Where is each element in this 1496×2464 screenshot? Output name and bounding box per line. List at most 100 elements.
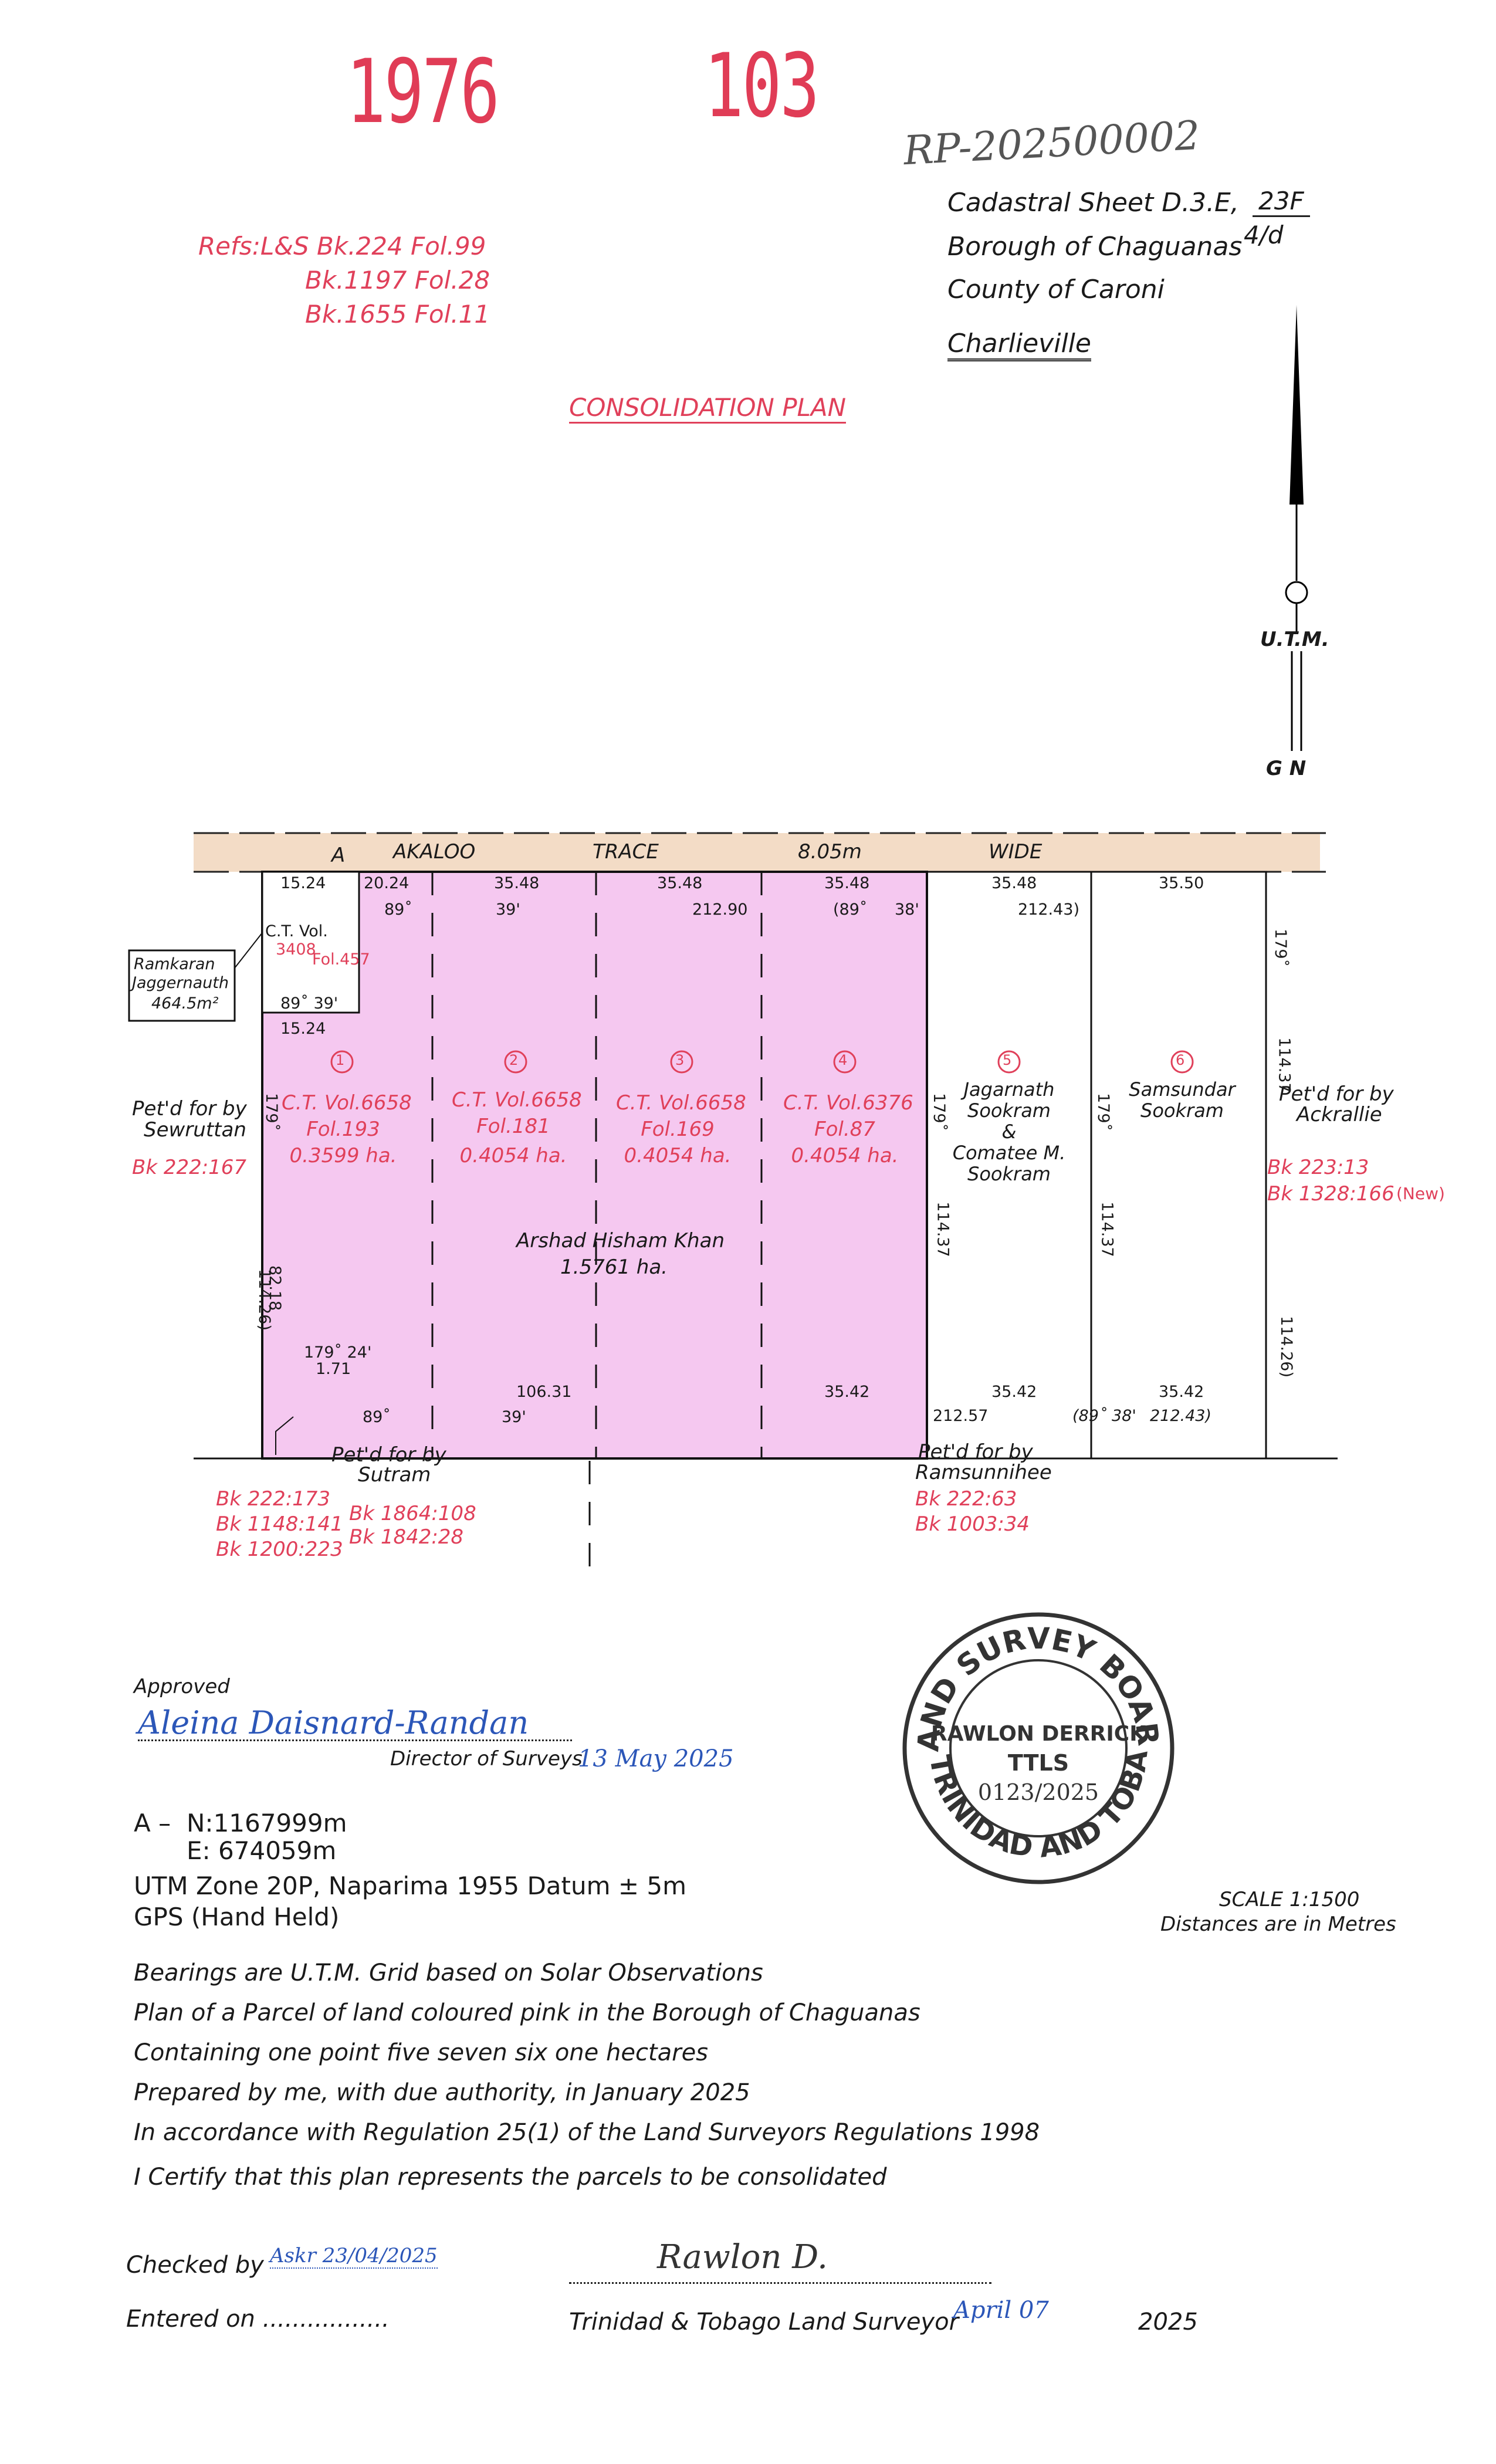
parcel-6-line: Sookram <box>1140 1099 1224 1122</box>
signature-line <box>138 1739 572 1741</box>
seal-name: RAWLON DERRICK <box>930 1722 1146 1746</box>
road-band <box>194 833 1320 872</box>
checked-label: Checked by <box>126 2252 264 2279</box>
parcel-3-ct: C.T. Vol.6658 <box>616 1091 746 1115</box>
west-bk: Bk 222:167 <box>132 1156 247 1179</box>
sheet-ref-bottom: 4/d <box>1244 221 1284 249</box>
dim-bottom: 212.57 <box>933 1407 989 1425</box>
gps-note: GPS (Hand Held) <box>134 1903 340 1931</box>
parcel-3-area: 0.4054 ha. <box>624 1144 732 1167</box>
road-name-1: AKALOO <box>393 840 476 864</box>
parcel-5-line: Jagarnath <box>963 1078 1055 1101</box>
dim-top: 35.48 <box>494 874 540 892</box>
south1-bk: Bk 1842:28 <box>349 1525 464 1549</box>
surveyor-year: 2025 <box>1138 2309 1198 2336</box>
locality: Charlieville <box>947 329 1091 361</box>
side-dim: 114.26) <box>1277 1315 1296 1378</box>
side-dim: 179˚ 24' <box>304 1343 372 1362</box>
surveyor-date: April 07 <box>953 2297 1049 2324</box>
parcel-3-fol: Fol.169 <box>641 1118 715 1141</box>
director-signature: Aleina Daisnard-Randan <box>138 1704 529 1741</box>
consolidated-area: 1.5761 ha. <box>560 1255 668 1279</box>
west-neighbour: Sewruttan <box>144 1118 246 1142</box>
south1-bk: Bk 1864:108 <box>349 1502 476 1525</box>
side-dim: 179˚ <box>1271 928 1290 967</box>
parcel-1-num: 1 <box>336 1052 345 1068</box>
refs-line-2: Bk.1197 Fol.28 <box>305 266 490 295</box>
surveyor-signature: Rawlon D. <box>657 2238 828 2276</box>
entered-label: Entered on ................. <box>126 2306 390 2333</box>
side-dim: 114.26) <box>255 1268 274 1331</box>
small-lot-fol: Fol.457 <box>312 950 370 969</box>
gn-label: G N <box>1266 757 1307 780</box>
rp-number: RP-202500002 <box>902 112 1201 175</box>
refs-line-1: Refs:L&S Bk.224 Fol.99 <box>198 232 486 260</box>
surveyor-sig-line <box>569 2282 991 2284</box>
small-lot-dim: 15.24 <box>280 1020 326 1038</box>
east-bk-new: (New) <box>1396 1184 1445 1203</box>
dim-bottom: 35.42 <box>991 1383 1037 1401</box>
dim-bottom: 89˚ <box>363 1408 391 1426</box>
land-survey-board-seal: LAND SURVEY BOARD OF TRINIDAD AND TOBAGO <box>898 1607 1175 1884</box>
utm-datum: UTM Zone 20P, Naparima 1955 Datum ± 5m <box>134 1871 687 1900</box>
parcel-4-area: 0.4054 ha. <box>791 1144 899 1167</box>
utm-label: U.T.M. <box>1260 628 1329 651</box>
parcel-4-ct: C.T. Vol.6376 <box>783 1091 913 1115</box>
dim-top: 35.48 <box>991 874 1037 892</box>
south2-neighbour: Pet'd for by <box>918 1440 1033 1464</box>
east-neighbour: Pet'd for by <box>1279 1082 1394 1106</box>
note-line: Containing one point five seven six one … <box>134 2039 709 2066</box>
parcel-5-line: Sookram <box>967 1163 1051 1185</box>
dim-top: 35.48 <box>657 874 703 892</box>
side-dim: 114.37 <box>933 1201 952 1257</box>
note-line: In accordance with Regulation 25(1) of t… <box>134 2119 1040 2146</box>
dim-bottom: (89˚ 38' <box>1072 1407 1136 1425</box>
east-bk: Bk 223:13 <box>1267 1156 1369 1179</box>
sheet-ref-top: 23F <box>1253 187 1310 217</box>
consolidated-owner: Arshad Hisham Khan <box>516 1229 725 1253</box>
small-lot-bearing: 89˚ 39' <box>280 994 339 1013</box>
ramkaran-owner-2: Jaggernauth <box>132 974 229 992</box>
units-text: Distances are in Metres <box>1160 1913 1396 1936</box>
cadastral-sheet: Cadastral Sheet D.3.E, <box>947 188 1239 218</box>
refs-line-3: Bk.1655 Fol.11 <box>305 300 490 329</box>
number-stamp: 103 <box>704 35 820 137</box>
parcel-4-fol: Fol.87 <box>814 1118 875 1141</box>
plan-drawing <box>128 832 1338 1566</box>
parcel-1-ct: C.T. Vol.6658 <box>282 1091 412 1115</box>
parcel-2-ct: C.T. Vol.6658 <box>452 1088 582 1112</box>
parcel-5-num: 5 <box>1003 1052 1012 1068</box>
east-neighbour: Ackrallie <box>1297 1103 1382 1126</box>
surveyor-label: Trinidad & Tobago Land Surveyor <box>569 2309 959 2336</box>
south2-bk: Bk 222:63 <box>915 1487 1017 1511</box>
parcel-2-area: 0.4054 ha. <box>459 1144 567 1167</box>
checked-value: Askr 23/04/2025 <box>270 2244 438 2269</box>
coord-north: N:1167999m <box>187 1809 347 1837</box>
parcel-6-line: Samsundar <box>1129 1078 1236 1101</box>
ramkaran-area: 464.5m² <box>151 994 219 1013</box>
road-wide: WIDE <box>989 840 1043 864</box>
south2-neighbour: Ramsunnihee <box>915 1461 1052 1484</box>
parcel-5-line: Comatee M. <box>952 1142 1066 1164</box>
consolidated-parcel <box>262 872 927 1458</box>
dim-bottom: 39' <box>502 1408 526 1426</box>
dim-top: 15.24 <box>280 874 326 892</box>
parcel-2-num: 2 <box>509 1052 519 1068</box>
parcel-1-fol: Fol.193 <box>306 1118 380 1141</box>
note-line: I Certify that this plan represents the … <box>134 2164 887 2191</box>
parcel-1-area: 0.3599 ha. <box>289 1144 397 1167</box>
side-dim: 179˚ <box>930 1092 949 1132</box>
small-lot-ct: C.T. Vol. <box>265 922 328 940</box>
south1-bk: Bk 1200:223 <box>216 1538 343 1561</box>
coord-a: A – <box>134 1809 171 1837</box>
parcel-3-num: 3 <box>675 1052 685 1068</box>
parcel-5-line: Sookram <box>967 1099 1051 1122</box>
bearing-top: 89˚ <box>384 901 412 919</box>
seal-number: 0123/2025 <box>977 1779 1099 1805</box>
coord-east: E: 674059m <box>187 1836 337 1865</box>
approved-label: Approved <box>134 1675 230 1698</box>
parcel-6-num: 6 <box>1176 1052 1185 1068</box>
parcel-2-fol: Fol.181 <box>476 1115 550 1138</box>
north-arrow-icon <box>1285 305 1308 751</box>
dim-bottom: 35.42 <box>824 1383 870 1401</box>
